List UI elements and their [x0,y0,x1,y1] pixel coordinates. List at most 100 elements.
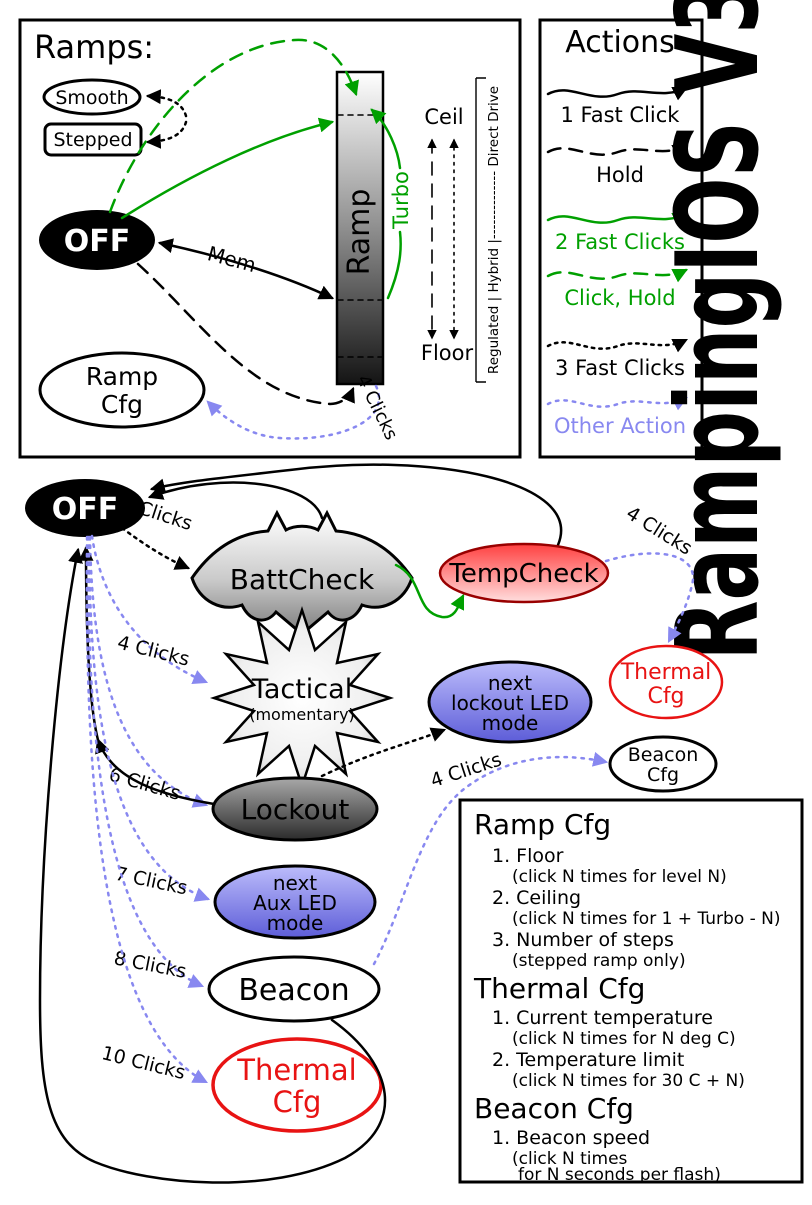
arrow-lockout-off-2 [78,545,100,742]
turbo-label: Turbo [389,171,413,230]
beacon-cfg-label-1: Beacon [628,744,698,766]
off-node-top [39,210,155,270]
cfg-ramp-item2: 2. Ceiling [492,887,581,909]
tempcheck-label: TempCheck [448,559,598,589]
arrow-beacon-beaconcfg-4clicks [372,751,609,966]
label-4clicks-tactical: 4 Clicks [115,632,191,671]
ramp-cfg-label-1: Ramp [86,362,158,391]
tactical-label-2: (momentary) [249,705,355,724]
lockout-led-label-2: lockout LED [451,691,569,715]
beacon-label: Beacon [238,973,349,1008]
tempcheck-node [438,542,610,604]
thermal-cfg-label-2: Cfg [647,684,684,709]
legend-arrow-clickhold [546,268,689,283]
cfg-ramp-item2-sub: (click N times for 1 + Turbo - N) [512,909,781,929]
regulation-bracket [475,77,486,383]
arrow-bottom-return-off [38,547,387,1184]
actions-legend: Actions 1 Fast Click Hold 2 Fast Clicks … [538,18,704,459]
cfg-thermal-item2: 2. Temperature limit [492,1049,684,1071]
battcheck-label: BattCheck [230,563,375,596]
main-diagram: OFF 3 Clicks BattCheck TempCheck 4 Click… [25,463,724,1184]
arrow-off-tactical-4clicks [90,534,209,684]
ramp-bar-label: Ramp [342,189,377,276]
cfg-thermal-item2-sub: (click N times for 30 C + N) [512,1071,745,1091]
off-node-main [25,479,145,537]
label-8clicks: 8 Clicks [112,947,188,983]
legend-arrow-2fastclicks [546,212,689,227]
label-10clicks: 10 Clicks [99,1042,187,1084]
label-4clicks-beacon: 4 Clicks [428,749,505,793]
tactical-label-1: Tactical [251,674,352,705]
turbo-arc-lower [386,230,402,300]
lockout-led-label-3: mode [482,711,539,735]
tactical-node [209,605,395,791]
arrow-toggle-stepped [145,120,188,149]
thermal-cfg-label-1: Thermal [620,660,712,685]
arrow-off-floor-hold [136,262,355,406]
cfg-thermal-item1: 1. Current temperature [492,1007,713,1029]
beacon-node [207,955,381,1023]
cfg-beacon-item1: 1. Beacon speed [492,1127,650,1149]
aux-led-node [213,864,377,940]
off-label-top: OFF [64,224,131,259]
arrow-off-ceil-2clicks [120,117,335,220]
beacon-cfg-label-2: Cfg [647,764,679,786]
cfg-ramp-item3-sub: (stepped ramp only) [512,951,686,971]
arrow-off-beacon-8clicks [86,535,205,988]
legend-label-otheraction: Other Action [554,414,686,438]
thermal-cfg-bottom-label-2: Cfg [273,1085,322,1119]
smooth-node [42,78,142,116]
arrow-toggle-smooth [145,89,188,118]
arrow-ramp-rampcfg-4clicks [206,384,381,440]
stepped-node [43,122,143,157]
arrow-off-battcheck-3clicks [120,526,191,570]
thermal-cfg-bottom-node [211,1037,383,1133]
lockout-led-label-1: next [488,671,532,695]
cfg-beacon-heading: Beacon Cfg [474,1092,634,1125]
regulation-label: Regulated | Hybrid |-------------- Direc… [486,86,502,374]
ramp-cfg-node [38,351,206,429]
smooth-label: Smooth [55,87,128,109]
legend-label-2fastclicks: 2 Fast Clicks [555,230,685,254]
turbo-arc-upper [370,108,402,170]
page-title: RampingIOS V3 [652,0,784,661]
beacon-cfg-node [608,735,718,793]
legend-label-clickhold: Click, Hold [564,286,675,310]
cfg-ramp-item1-sub: (click N times for level N) [512,867,727,887]
ramps-heading: Ramps: [34,28,154,66]
cfg-thermal-item1-sub: (click N times for N deg C) [512,1029,736,1049]
legend-arrow-hold [546,144,689,159]
cfg-info-box: Ramp Cfg 1. Floor (click N times for lev… [458,798,804,1185]
floor-label: Floor [421,341,474,365]
off-label-main: OFF [52,492,119,527]
thermal-cfg-bottom-label-1: Thermal [236,1053,356,1087]
arrow-off-turbo-clickhold [108,38,359,214]
actions-heading: Actions [565,25,675,60]
aux-led-label-3: mode [267,911,324,935]
ramps-box: Ramps: Smooth Stepped OFF Ramp Cfg Ramp … [18,18,522,459]
aux-led-label-2: Aux LED [253,891,337,915]
ramp-cfg-label-2: Cfg [101,390,143,419]
arrow-lockout-ledmode [320,727,447,778]
arrow-battcheck-off [147,481,324,520]
cfg-ramp-item3: 3. Number of steps [492,929,674,951]
stepped-label: Stepped [53,129,132,151]
arrow-lockout-off-1 [95,737,216,806]
arrow-off-mem [157,238,335,300]
arrow-tempcheck-off [149,463,563,547]
legend-arrow-otheraction [546,396,689,411]
cfg-ramp-heading: Ramp Cfg [474,808,611,841]
ceil-label: Ceil [424,105,463,129]
arrow-off-auxled-7clicks [87,535,211,902]
legend-arrow-1fastclick [546,86,689,101]
cfg-ramp-item1: 1. Floor [492,845,564,867]
battcheck-node [190,509,414,636]
aux-led-label-1: next [273,871,317,895]
arrow-off-thermalcfg-10clicks [85,535,208,1084]
arrow-off-lockout-6clicks [88,535,209,808]
lockout-label: Lockout [241,793,350,826]
cfg-thermal-heading: Thermal Cfg [473,972,645,1005]
legend-label-hold: Hold [596,163,644,187]
